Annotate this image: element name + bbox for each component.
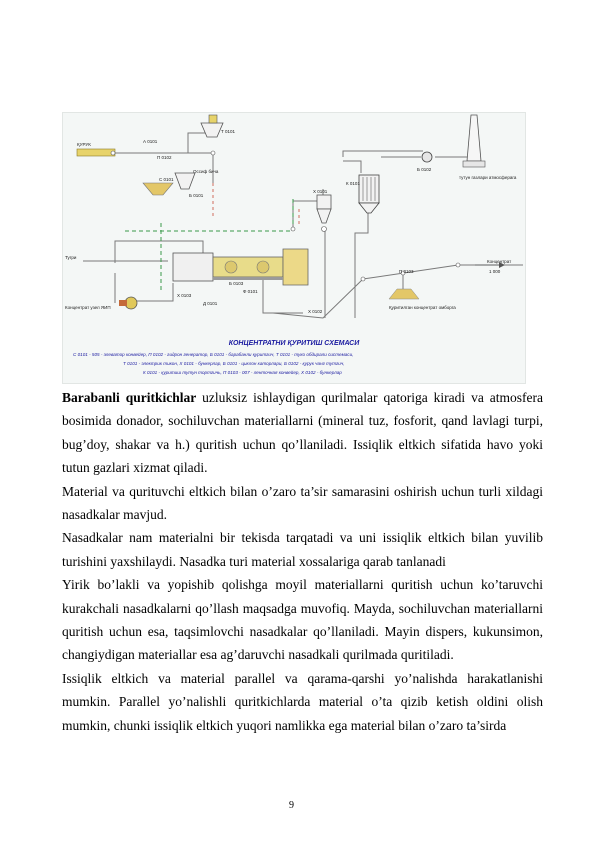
tag-a: А 0101	[143, 139, 158, 144]
control-line-a	[125, 197, 294, 232]
tag-k: С 0101	[159, 177, 174, 182]
filter-hopper	[358, 202, 380, 214]
tag-b: П 0102	[157, 155, 172, 160]
arrow-right-label: 1 000	[489, 269, 501, 274]
outlet-arrow-head	[499, 262, 505, 268]
tag-n: Ф 0101	[243, 289, 258, 294]
cyclone-cone	[316, 208, 332, 224]
stack-base	[462, 160, 486, 168]
hopper-1	[174, 172, 196, 190]
valve-5	[290, 226, 296, 232]
cyclone	[316, 194, 332, 232]
valve-3	[360, 276, 366, 282]
fan-line	[133, 283, 174, 302]
valves	[110, 150, 461, 282]
cyclone-body	[316, 194, 332, 210]
tag-d: Б 0101	[189, 193, 204, 198]
drying-scheme-figure: А 0101 П 0102 Т 0101 Б 0101 Б 0103 К 010…	[62, 112, 526, 384]
tag-i: П 0103	[399, 269, 414, 274]
tag-j: Б 0102	[417, 167, 432, 172]
product-label: Концентрат	[487, 259, 511, 264]
valve-2	[210, 150, 216, 156]
tag-l: Д 0101	[203, 301, 218, 306]
cyclone-valve	[321, 226, 327, 232]
chimney-stack	[462, 114, 486, 168]
hopper-top	[200, 122, 224, 138]
inlet-label: Тугри	[65, 255, 77, 260]
figure-legend: С 0101 - 505 - элеватор конвейер, П 0102…	[73, 351, 353, 375]
pile-note: Қуритилган концентрат омборга	[389, 305, 456, 310]
feed-pile-left	[142, 182, 174, 196]
filter-sleeves	[362, 177, 376, 201]
valve-6	[400, 270, 406, 276]
stack-note: тутун газлари атмосферага	[459, 175, 517, 180]
cyclone-to-filter	[343, 160, 362, 173]
tag-e: Б 0103	[229, 281, 244, 286]
process-lines	[77, 132, 523, 319]
product-pile	[388, 288, 420, 300]
top-motor	[208, 114, 218, 124]
drum-end	[282, 248, 309, 286]
blower-motor	[119, 300, 127, 306]
valve-4	[455, 262, 461, 268]
paragraph-1-text: uzluksiz ishlaydigan qurilmalar qatoriga…	[62, 390, 543, 476]
paragraph-3: Nasadkalar nam materialni bir tekisda ta…	[62, 526, 543, 573]
paragraph-4-text: Yirik bo’lakli va yopishib qolishga moyi…	[62, 577, 543, 663]
tag-c: Т 0101	[221, 129, 236, 134]
drum-support	[213, 277, 283, 280]
signal-lines	[212, 183, 300, 225]
tag-f: К 0101	[346, 181, 360, 186]
filter-dropline	[354, 213, 369, 318]
paragraph-1-bold-lead: Barabanli quritkichlar	[62, 390, 197, 405]
tag-g: Х 0101	[313, 189, 328, 194]
exhaust-fan-icon	[421, 151, 433, 163]
legend-line-2: Т 0101 - электрик тикон, Х 0101 - бункер…	[123, 361, 345, 366]
feed-label: ҚУРУК	[77, 142, 91, 147]
paragraph-5-text: Issiqlik eltkich va material parallel va…	[62, 670, 543, 733]
drum-discharge	[262, 278, 303, 314]
page-number: 9	[289, 800, 294, 811]
paragraph-5: Issiqlik eltkich va material parallel va…	[62, 667, 543, 737]
drum-tyre-1	[224, 260, 238, 274]
equipment-tags: А 0101 П 0102 Т 0101 Б 0101 Б 0103 К 010…	[65, 129, 517, 314]
paragraph-3-text: Nasadkalar nam materialni bir tekisda ta…	[62, 530, 543, 569]
legend-line-1: С 0101 - 505 - элеватор конвейер, П 0102…	[73, 351, 353, 357]
drum-dryer	[172, 248, 309, 286]
feed-belt	[76, 148, 116, 157]
paragraph-2-text: Material va qurituvchi eltkich bilan o’z…	[62, 483, 543, 523]
paragraph-2: Material va qurituvchi eltkich bilan o’z…	[62, 480, 543, 527]
drum-tyre-2	[256, 260, 270, 274]
bag-filter	[358, 174, 380, 214]
upper-duct	[342, 150, 423, 157]
product-conveyor-upper	[362, 264, 459, 280]
stack-body	[466, 114, 482, 162]
drying-scheme-diagram: А 0101 П 0102 Т 0101 Б 0101 Б 0103 К 010…	[65, 114, 523, 375]
figure-title: КОНЦЕНТРАТНИ ҚУРИТИШ СХЕМАСИ	[229, 340, 360, 347]
tag-h: Х 0102	[308, 309, 323, 314]
left-box-label: Концентрат узел ЯИП	[65, 305, 111, 310]
combustion-chamber	[172, 252, 214, 282]
drum-body	[212, 256, 284, 278]
filter-body	[358, 174, 380, 204]
ossiya-label: Оссиф бича	[193, 169, 219, 174]
paragraph-1: Barabanli quritkichlar uzluksiz ishlaydi…	[62, 386, 543, 480]
conveyor-lower	[272, 278, 364, 319]
paragraph-4: Yirik bo’lakli va yopishib qolishga moyi…	[62, 573, 543, 667]
furnace-frame	[114, 240, 204, 263]
valve-1	[110, 150, 116, 156]
tag-m: Х 0103	[177, 293, 192, 298]
body-text: Barabanli quritkichlar uzluksiz ishlaydi…	[62, 386, 543, 737]
legend-line-3: К 0101 - қуритиш тутун тортгичь, П 0103 …	[143, 369, 342, 375]
